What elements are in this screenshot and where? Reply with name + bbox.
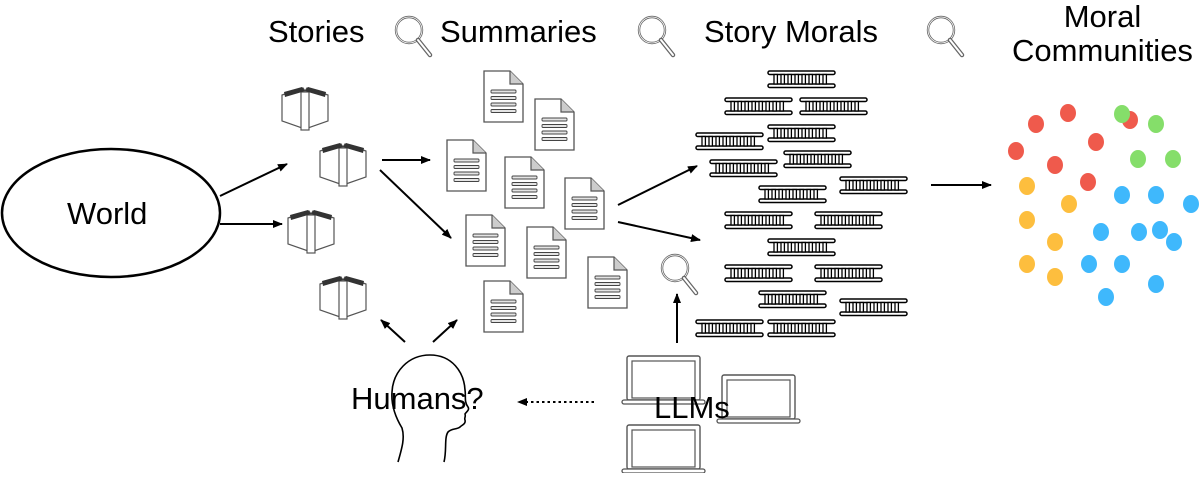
ladder-icon	[758, 185, 827, 204]
document-icon	[534, 98, 575, 151]
world-node	[0, 147, 222, 279]
edges	[219, 156, 992, 406]
summaries-group	[446, 70, 628, 333]
ladder-icon	[695, 132, 764, 151]
ladder-icon	[695, 319, 764, 338]
humans-label: Humans?	[351, 381, 484, 416]
stories-group	[281, 87, 367, 320]
community-node-yellow	[1019, 211, 1035, 229]
community-node-blue	[1148, 186, 1164, 204]
edge-arrow	[380, 319, 406, 343]
community-node-blue	[1081, 255, 1097, 273]
document-icon	[526, 226, 567, 279]
community-node-blue	[1114, 255, 1130, 273]
community-node-red	[1008, 142, 1024, 160]
document-icon	[587, 256, 628, 309]
community-node-red	[1028, 115, 1044, 133]
llms-label: LLMs	[654, 390, 730, 425]
header-stories: Stories	[268, 14, 365, 49]
magnifier-icon	[660, 253, 699, 296]
edge-arrow	[617, 221, 701, 242]
community-node-yellow	[1061, 195, 1077, 213]
ladder-icon	[724, 211, 793, 230]
open-book-icon	[287, 210, 335, 254]
community-node-yellow	[1019, 255, 1035, 273]
header-story-morals: Story Morals	[704, 14, 878, 49]
community-node-blue	[1183, 195, 1199, 213]
community-node-red	[1047, 156, 1063, 174]
ladder-icon	[814, 211, 883, 230]
document-icon	[504, 156, 545, 209]
magnifier-icon	[637, 15, 676, 58]
community-node-blue	[1098, 288, 1114, 306]
ladder-icon	[767, 319, 836, 338]
edge-arrow	[432, 319, 458, 343]
community-node-blue	[1148, 275, 1164, 293]
open-book-icon	[319, 143, 367, 187]
header-moral-communities-line1: Moral	[1063, 0, 1142, 34]
header-moral-communities: Moral Communities	[1010, 1, 1195, 66]
community-node-blue	[1166, 233, 1182, 251]
moral-communities-group	[1008, 104, 1199, 306]
edge-arrow	[219, 163, 288, 197]
world-label: World	[67, 196, 148, 231]
ladder-icon	[758, 290, 827, 309]
community-node-green	[1148, 115, 1164, 133]
world-ellipse	[0, 147, 222, 279]
open-book-icon	[281, 87, 329, 131]
edge-arrow	[379, 169, 452, 239]
laptop-icon	[621, 424, 706, 474]
story-morals-group	[695, 70, 908, 338]
community-node-red	[1060, 104, 1076, 122]
community-node-blue	[1114, 186, 1130, 204]
edge-arrow	[617, 165, 698, 206]
ladder-icon	[799, 97, 868, 116]
header-summaries: Summaries	[440, 14, 597, 49]
community-node-green	[1130, 150, 1146, 168]
ladder-icon	[767, 238, 836, 257]
document-icon	[564, 177, 605, 230]
ladder-icon	[709, 159, 778, 178]
community-node-blue	[1152, 221, 1168, 239]
magnifier-icon	[394, 15, 433, 58]
community-node-red	[1080, 173, 1096, 191]
community-node-yellow	[1047, 233, 1063, 251]
ladder-icon	[767, 70, 836, 89]
community-node-blue	[1131, 223, 1147, 241]
ladder-icon	[724, 264, 793, 283]
ladder-icon	[839, 176, 908, 195]
llm-laptops-group	[621, 355, 801, 474]
document-icon	[465, 214, 506, 267]
community-node-red	[1088, 133, 1104, 151]
open-book-icon	[319, 276, 367, 320]
magnifier-icon	[926, 15, 965, 58]
ladder-icon	[783, 150, 852, 169]
document-icon	[483, 280, 524, 333]
community-node-yellow	[1047, 268, 1063, 286]
human-head-icon	[391, 354, 470, 463]
laptop-icon	[716, 374, 801, 424]
document-icon	[483, 70, 524, 123]
community-node-green	[1114, 105, 1130, 123]
ladder-icon	[814, 264, 883, 283]
ladder-icon	[767, 124, 836, 143]
community-node-blue	[1093, 223, 1109, 241]
ladder-icon	[724, 97, 793, 116]
header-moral-communities-line2: Communities	[1012, 33, 1193, 68]
document-icon	[446, 139, 487, 192]
laptop-icon	[621, 355, 706, 405]
magnifiers-group	[394, 15, 965, 296]
community-node-yellow	[1019, 177, 1035, 195]
community-node-green	[1165, 150, 1181, 168]
ladder-icon	[839, 298, 908, 317]
